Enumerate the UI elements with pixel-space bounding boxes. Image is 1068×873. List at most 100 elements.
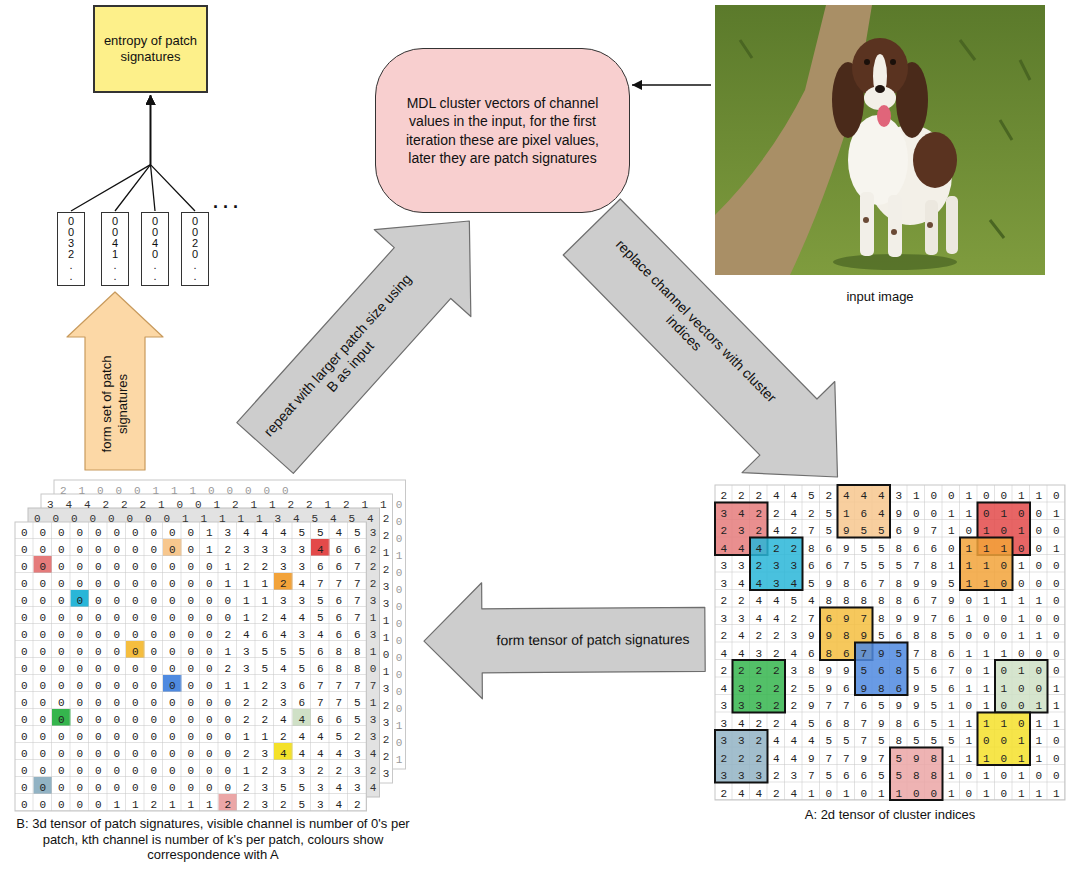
dog-leg (925, 200, 938, 255)
dog-head (852, 38, 908, 98)
tensor-row: 0 0 0 0 0 0 0 0 0 0 0 0 1 1 3 3 5 6 7 (21, 593, 363, 610)
tensor-row: 2 3 2 4 2 7 5 9 5 5 6 9 7 1 0 1 0 1 0 0 (720, 523, 1061, 541)
tensor-caption: A: 2d tensor of cluster indices (765, 807, 1015, 823)
tensor-row: 4 4 3 2 4 6 8 6 7 9 5 7 8 6 1 1 1 0 0 0 (720, 646, 1061, 664)
tensor-row: 0 0 0 0 0 0 0 0 0 0 0 0 1 1 2 4 4 5 2 (21, 729, 363, 746)
label-holder: 3 4 2 2 4 5 6 8 7 9 8 6 5 1 1 1 1 0 1 1 (720, 713, 1061, 734)
image-caption: input image (715, 289, 1045, 305)
tensor-row: 2 2 2 4 4 5 2 4 4 4 3 1 0 0 1 0 0 1 1 0 (720, 488, 1061, 506)
label-holder: 0 0 0 0 0 0 0 0 0 0 0 0 1 2 3 3 2 2 3 (21, 760, 363, 780)
dog-eye (864, 59, 870, 65)
channel-row: 3 4 4 2 2 2 1 0 0 1 2 1 1 2 2 1 2 1 1 (47, 498, 389, 512)
dirt-path (715, 5, 872, 275)
label-holder: 0 0 0 0 0 0 0 0 0 0 0 1 1 2 3 6 7 7 7 (21, 675, 363, 695)
label-holder: 3 3 4 4 2 7 6 9 7 8 9 9 7 6 1 0 0 1 0 0 (720, 608, 1061, 629)
front-channel (15, 522, 367, 811)
box-text: MDL cluster vectors of channel values in… (402, 94, 603, 167)
tensor-row: 2 4 2 2 3 9 9 8 9 5 6 8 8 5 0 0 0 1 1 0 (720, 628, 1061, 646)
label-holder: 2 2 2 4 4 9 7 7 9 7 5 9 8 1 1 1 0 1 1 0 (720, 748, 1061, 769)
label-holder: 4 3 2 2 2 5 9 6 9 8 6 9 5 6 1 1 1 0 0 1 (720, 678, 1061, 699)
label-holder: 3 3 3 2 2 9 7 7 6 5 9 9 5 1 0 1 0 0 1 1 (720, 695, 1061, 716)
grid-lines (715, 485, 1065, 800)
vector-values: 0 0 2 0 . . (192, 216, 198, 282)
dog-spot (891, 229, 897, 235)
tensor-row: 3 4 4 3 4 5 9 8 6 7 8 9 9 5 1 1 0 0 0 0 (720, 576, 1061, 594)
step-arrow (424, 583, 705, 699)
label-holder: 0 0 0 0 0 0 0 0 0 0 0 1 1 1 2 4 7 7 7 (21, 573, 363, 593)
dog-spot (927, 222, 933, 228)
tensor-row: 0 0 0 0 0 0 0 0 0 0 0 1 1 2 3 6 7 7 7 (21, 678, 363, 695)
label-holder: 0 0 0 0 0 0 0 0 0 0 0 1 2 2 3 3 6 6 7 (21, 556, 363, 576)
tensor-row: 3 3 4 4 2 7 6 9 7 8 9 9 7 6 1 0 0 1 0 0 (720, 611, 1061, 629)
label-holder: 4 4 3 2 4 6 8 6 7 9 5 7 8 6 1 1 1 0 0 0 (720, 643, 1061, 664)
input-image: input image (715, 5, 1045, 275)
vector-values: 0 0 4 1 . . (112, 216, 118, 282)
text-holder: B: 3d tensor of patch signatures, visibl… (8, 816, 418, 863)
tensor-row: 2 2 4 4 5 4 8 8 8 8 8 6 7 9 0 1 1 1 1 0 (720, 593, 1061, 611)
merge-arrow (151, 95, 156, 211)
label-holder: 0 0 0 0 0 0 0 0 0 0 0 0 2 3 4 4 4 4 3 (21, 743, 363, 763)
channel-row: 0 0 0 0 0 0 0 0 1 1 1 1 1 3 4 5 4 5 4 (34, 512, 376, 526)
grid-lines (15, 522, 367, 811)
label-holder: 0 0 0 0 0 0 0 0 0 0 1 2 3 3 3 3 4 6 6 (21, 539, 363, 559)
tensor-row: 0 0 0 0 0 1 1 2 1 1 1 2 2 3 2 5 3 4 2 (21, 797, 363, 814)
dog-leg (860, 192, 874, 256)
channel-column: 3 2 2 2 3 1 3 1 0 7 1 3 3 4 2 4 (370, 525, 377, 797)
text-holder: MDL cluster vectors of channel values in… (402, 94, 603, 167)
tensor-row: 0 0 0 0 0 0 0 0 0 0 0 1 3 5 5 5 6 8 8 (21, 644, 363, 661)
tensor-row: 3 3 3 2 2 9 7 7 6 5 9 9 5 1 0 1 0 0 1 1 (720, 698, 1061, 716)
output-box: entropy of patch signatures (93, 5, 208, 93)
label-holder: 0 0 0 0 0 0 0 0 0 0 0 0 2 2 4 4 6 6 5 (21, 709, 363, 729)
dog-leg (888, 195, 902, 257)
grass (715, 5, 1045, 275)
label-holder: 2 4 4 2 4 1 0 1 0 1 1 0 0 1 0 1 0 1 1 1 (720, 783, 1061, 804)
arrow-label-holder: replace channel vectors with cluster ind… (585, 220, 796, 434)
label-holder: 2 3 2 4 2 7 5 9 5 5 6 9 7 1 0 1 0 1 0 0 (720, 520, 1061, 541)
tensor-row: 3 4 2 2 4 2 5 1 6 4 9 0 0 1 1 0 1 0 0 1 (720, 506, 1061, 524)
tensor-row: 0 0 0 0 0 0 0 0 0 0 0 0 2 2 4 4 6 6 5 (21, 712, 363, 729)
label-holder: 3 3 2 3 3 6 6 7 5 5 5 7 8 1 1 1 0 1 0 0 (720, 555, 1061, 576)
tensor-row: 3 3 3 2 3 7 5 6 6 5 5 8 8 1 0 1 0 1 0 0 (720, 768, 1061, 786)
tensor-row: 2 2 2 4 4 9 7 7 9 7 5 9 8 1 1 1 0 1 1 0 (720, 751, 1061, 769)
text-holder: 0 0 2 0 . . (182, 216, 208, 282)
tensor-caption: B: 3d tensor of patch signatures, visibl… (8, 816, 418, 863)
label-holder: 0 0 0 1 0 0 0 0 0 0 0 0 0 1 0 1 (396, 497, 403, 769)
arrow-label: form set of patch signatures (99, 344, 130, 463)
dog-nose (875, 85, 885, 93)
tensor-row: 0 0 0 0 0 0 0 0 0 0 1 3 4 4 4 5 5 4 5 (21, 525, 363, 542)
label-holder: 0 0 0 0 0 0 0 0 0 0 0 0 2 2 3 6 7 7 5 (21, 692, 363, 712)
arrow-label-holder: form tensor of patch signatures (489, 631, 698, 649)
dog-eye (890, 59, 896, 65)
label-holder: 2 2 2 2 3 8 9 9 5 6 8 5 6 7 0 1 0 1 0 0 (720, 660, 1061, 681)
dog-patch (913, 132, 957, 188)
label-holder: 3 4 4 3 4 5 9 8 6 7 8 9 9 5 1 1 0 0 0 0 (720, 573, 1061, 594)
tensor-row: 2 2 2 2 3 8 9 9 5 6 8 5 6 7 0 1 0 1 0 0 (720, 663, 1061, 681)
box-text: entropy of patch signatures (103, 33, 198, 66)
tensor-row: 0 0 0 0 0 0 0 0 0 0 0 0 1 2 3 3 2 2 3 (21, 763, 363, 780)
flow-arrow (632, 84, 711, 86)
step-arrow (563, 199, 837, 477)
vector-column: 0 0 2 0 . . (181, 212, 209, 286)
arrow-label: repeat with larger patch size using B as… (257, 267, 430, 454)
tensor-row: 0 0 0 0 0 0 0 0 0 0 1 2 3 3 3 3 4 6 6 (21, 542, 363, 559)
arrow-label-holder: form set of patch signatures (99, 344, 130, 463)
tensor-row: 0 0 0 0 0 0 0 0 0 0 0 0 2 3 4 4 4 4 3 (21, 746, 363, 763)
process-box: MDL cluster vectors of channel values in… (375, 48, 630, 213)
text-holder: 0 0 4 0 . . (142, 216, 168, 282)
ellipsis-mark: . . . (213, 192, 238, 213)
label-holder: 3 4 2 2 4 2 5 1 6 4 9 0 0 1 1 0 1 0 0 1 (720, 503, 1061, 524)
channel-column: 0 0 0 1 0 0 0 0 0 0 0 0 0 1 0 1 (396, 497, 403, 769)
channel-row: 2 1 0 0 0 1 1 1 0 0 0 0 0 (60, 484, 291, 498)
tensor-row: 0 0 0 0 0 0 0 0 0 0 0 2 3 5 4 5 6 8 8 (21, 661, 363, 678)
tensor-row: 0 0 0 0 0 0 0 0 0 0 0 0 1 2 4 4 5 6 7 (21, 610, 363, 627)
tensor-row: 4 4 4 2 2 8 6 9 5 5 8 6 6 0 1 1 1 0 0 1 (720, 541, 1061, 559)
label-holder: 2 2 4 4 5 4 8 8 8 8 8 6 7 9 0 1 1 1 1 0 (720, 590, 1061, 611)
label-holder: 2 4 2 2 3 9 9 8 9 5 6 8 8 5 0 0 0 1 1 0 (720, 625, 1061, 646)
label-holder: 0 0 0 0 0 0 0 0 0 0 0 0 1 1 2 4 4 5 2 (21, 726, 363, 746)
tensor-row: 0 0 0 0 0 0 0 0 0 0 0 1 1 1 2 4 7 7 7 (21, 576, 363, 593)
dog-muzzle (864, 86, 896, 110)
label-holder: 3 3 3 2 3 7 5 6 6 5 5 8 8 1 0 1 0 1 0 0 (720, 765, 1061, 786)
arrow-label-holder: repeat with larger patch size using B as… (257, 267, 430, 454)
